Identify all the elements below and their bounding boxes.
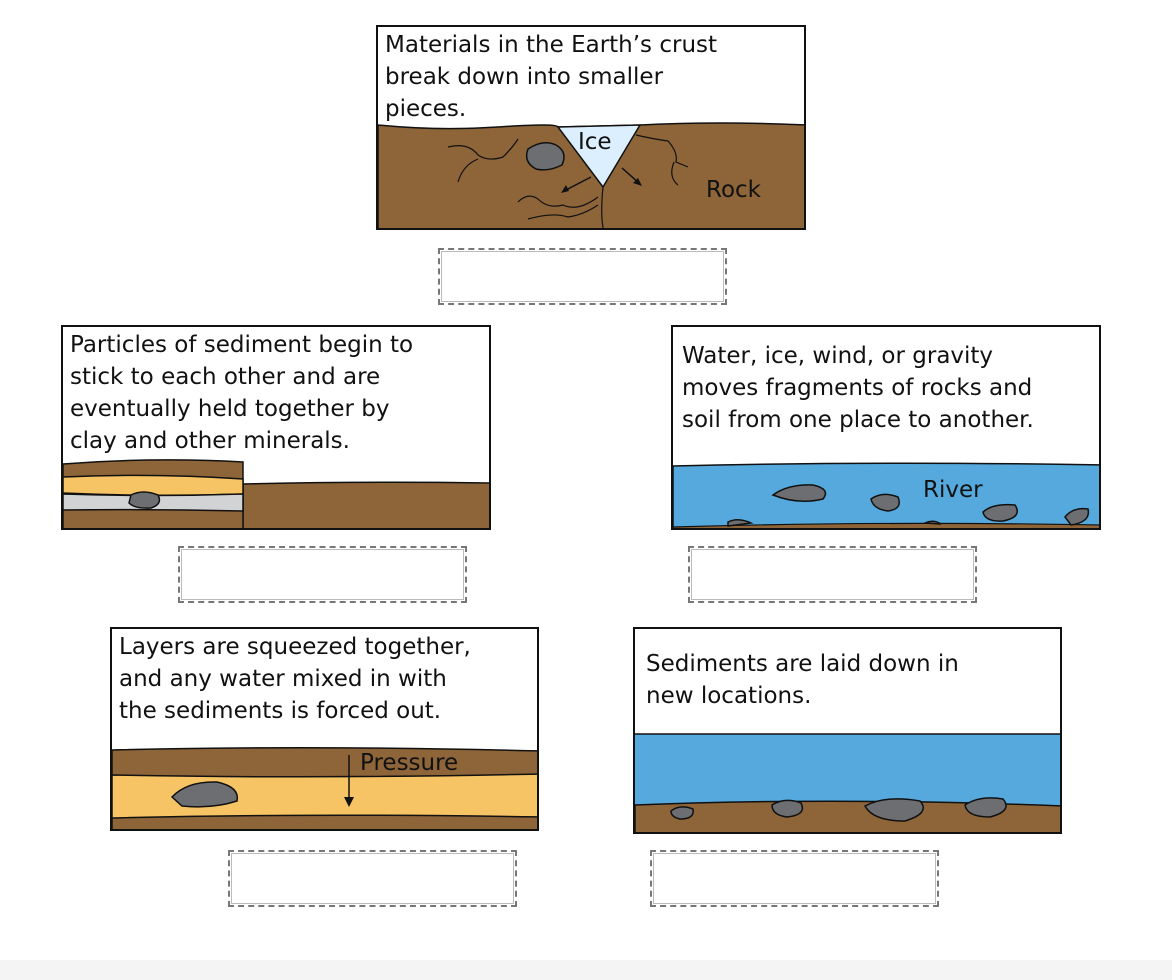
rock-fragments	[670, 797, 1007, 822]
drop-box-weathering[interactable]	[438, 248, 727, 305]
footer-bar	[0, 960, 1172, 980]
deposition-illustration	[635, 733, 1060, 832]
card-erosion: River Water, ice, wind, or gravity moves…	[671, 325, 1101, 530]
card-cementation: Particles of sediment begin to stick to …	[61, 325, 491, 530]
river-label: River	[923, 477, 983, 503]
card-text: Layers are squeezed together, and any wa…	[119, 634, 471, 724]
card-text: Materials in the Earth’s crust break dow…	[385, 32, 718, 122]
card-text: Particles of sediment begin to stick to …	[70, 332, 414, 454]
card-compaction: Pressure Layers are squeezed together, a…	[110, 627, 539, 831]
pressure-label: Pressure	[360, 750, 458, 776]
drop-box-compaction[interactable]	[228, 850, 517, 907]
compaction-illustration: Pressure	[112, 746, 537, 829]
ice-wedge	[556, 124, 642, 189]
drop-box-deposition[interactable]	[650, 850, 939, 907]
rock-fragments	[727, 484, 1090, 527]
card-weathering: Ice Rock Materials in the Earth’s crust …	[376, 25, 806, 230]
rock-fragment	[525, 142, 565, 171]
cementation-illustration	[63, 459, 489, 528]
card-text: Sediments are laid down in new locations…	[646, 651, 959, 709]
erosion-illustration: River	[673, 462, 1099, 528]
drop-box-cementation[interactable]	[178, 546, 467, 603]
rock-fragment	[128, 491, 161, 509]
card-text: Water, ice, wind, or gravity moves fragm…	[682, 343, 1034, 433]
pressure-arrow-icon	[344, 797, 354, 807]
rock-label: Rock	[706, 177, 762, 203]
rock-fragment	[170, 781, 239, 808]
weathering-illustration: Ice Rock	[378, 122, 804, 228]
drop-box-erosion[interactable]	[688, 546, 977, 603]
ice-label: Ice	[578, 129, 612, 155]
card-deposition: Sediments are laid down in new locations…	[633, 627, 1062, 834]
